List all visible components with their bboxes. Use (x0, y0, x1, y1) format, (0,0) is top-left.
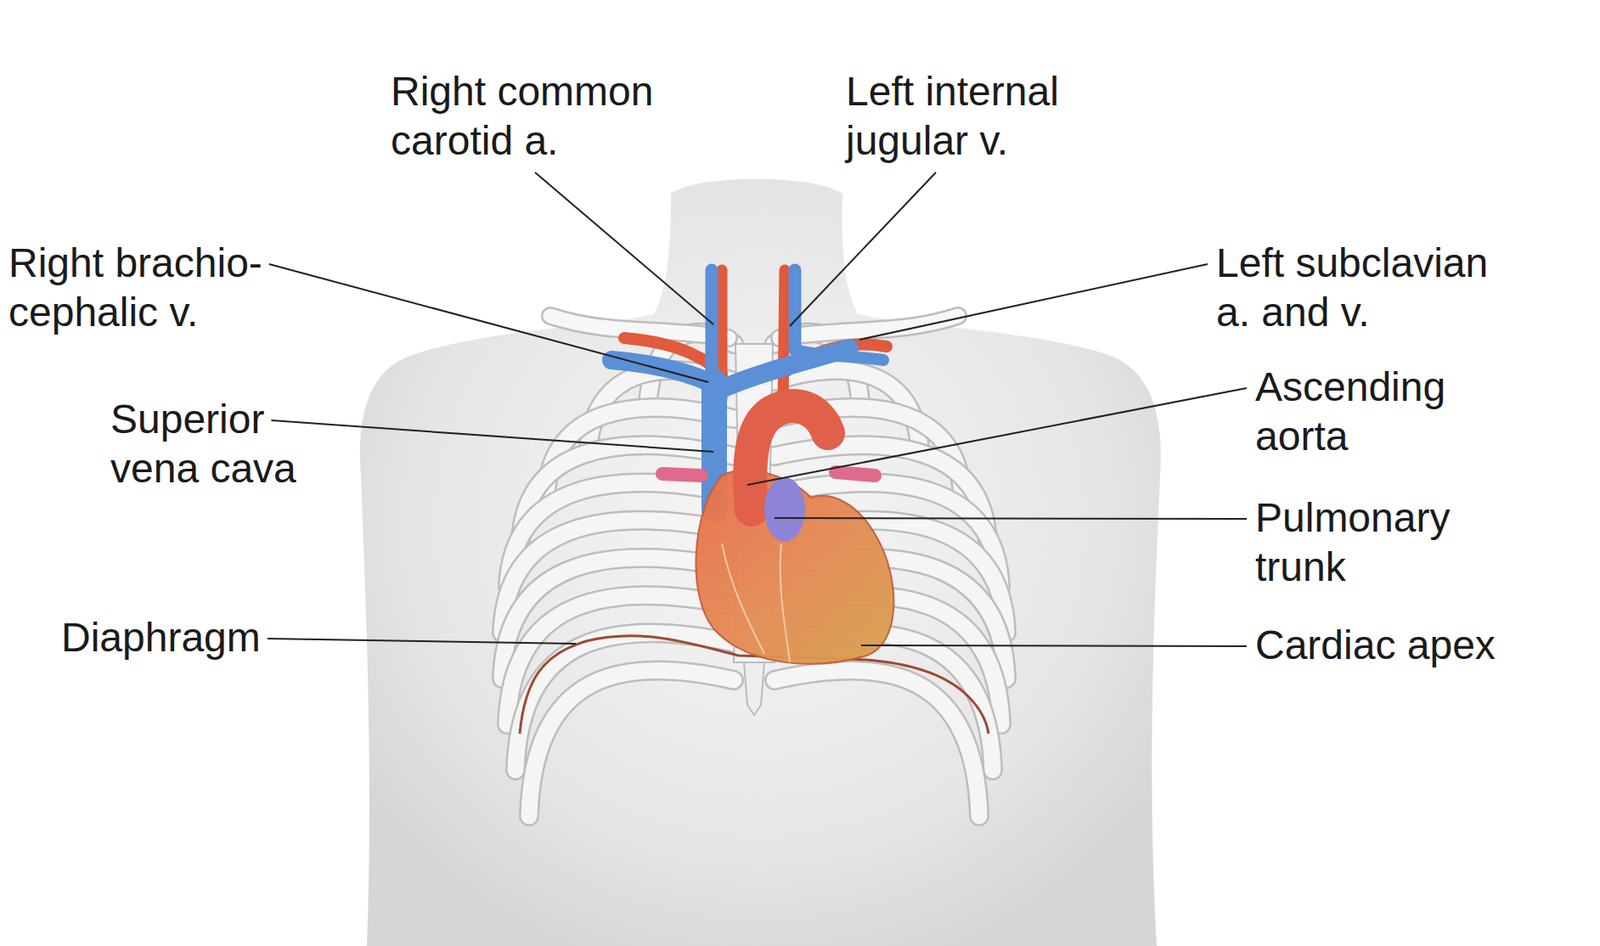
leader-line (861, 645, 1247, 647)
rib-outline (507, 595, 734, 725)
leader-line (789, 172, 936, 327)
xiphoid (743, 662, 765, 716)
body-silhouette (360, 179, 1161, 946)
anatomy-label: Superior vena cava (110, 394, 302, 494)
leader-line (270, 420, 714, 452)
leader-line (269, 264, 709, 383)
leader-line (535, 172, 714, 325)
anatomy-label: Ascending aorta (1255, 362, 1452, 462)
leader-line (859, 264, 1208, 340)
anatomy-label: Left subclavian a. and v. (1216, 238, 1494, 338)
clavicle (779, 315, 958, 339)
rib-outline (774, 670, 980, 817)
anatomy-label: Right common carotid a. (390, 67, 660, 166)
clavicle-outline (779, 315, 958, 339)
leader-line (747, 388, 1247, 485)
rib-outline (529, 670, 734, 817)
anatomy-label: Diaphragm (61, 613, 266, 663)
rib (774, 670, 980, 817)
rib (529, 670, 734, 817)
anatomy-label: Pulmonary trunk (1255, 493, 1456, 592)
ribcage (501, 315, 1007, 817)
rib (507, 595, 734, 725)
leader-line (267, 638, 576, 644)
pulmonary-trunk (764, 477, 806, 542)
great-vessels (611, 270, 887, 510)
anatomy-label: Cardiac apex (1255, 620, 1501, 671)
anatomy-label: Right brachio- cephalic v. (8, 238, 268, 338)
heart-detail (721, 543, 790, 663)
anatomy-label: Left internal jugular v. (845, 67, 1065, 166)
heart (695, 470, 894, 665)
leader-line (774, 518, 1247, 519)
